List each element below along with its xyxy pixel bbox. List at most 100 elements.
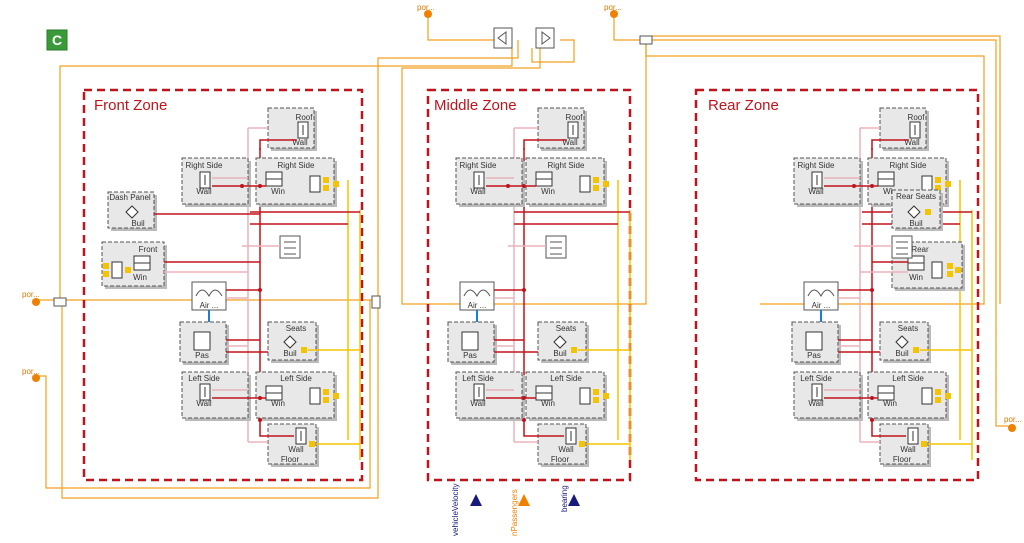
heat-port[interactable] — [309, 441, 315, 447]
heat-port[interactable] — [955, 267, 961, 273]
right-side-win-sublabel: Win — [541, 187, 555, 196]
splitter-mid[interactable] — [371, 295, 381, 309]
heat-port[interactable] — [935, 177, 941, 183]
zone-border — [426, 88, 632, 482]
air-volume-component[interactable]: Air ... — [803, 281, 839, 311]
left-side-wall-sublabel: Wall — [808, 399, 823, 408]
heat-port[interactable] — [925, 209, 931, 215]
connector-block-left[interactable] — [493, 27, 513, 49]
heat-port[interactable] — [593, 397, 599, 403]
right-side-win-label: Right Side — [548, 161, 585, 170]
junction-dot — [522, 184, 526, 188]
connector-block-right[interactable] — [535, 27, 555, 49]
heat-port[interactable] — [947, 263, 953, 269]
heat-port[interactable] — [945, 393, 951, 399]
left-side-win-sublabel: Win — [271, 399, 285, 408]
splitter-top-right[interactable] — [639, 35, 653, 45]
heat-port[interactable] — [593, 177, 599, 183]
junction-dot — [852, 184, 856, 188]
port-right[interactable] — [1008, 424, 1016, 432]
heat-port[interactable] — [323, 177, 329, 183]
port-top-right[interactable] — [610, 10, 618, 18]
heat-port[interactable] — [593, 389, 599, 395]
zone-title-middle: Middle Zone — [434, 97, 517, 114]
air-volume-component[interactable]: Air ... — [191, 281, 227, 311]
modelica-class-icon[interactable]: C — [46, 29, 68, 51]
heat-port[interactable] — [935, 389, 941, 395]
heat-port[interactable] — [323, 185, 329, 191]
signal-vehicle-velocity[interactable]: vehicleVelocity — [451, 484, 482, 536]
heat-port[interactable] — [935, 185, 941, 191]
signal-vehicle-velocity-label: vehicleVelocity — [451, 484, 460, 536]
signal-bearing[interactable]: bearing — [560, 485, 580, 512]
signal-n-passengers[interactable]: nPassengers — [510, 489, 530, 536]
heat-port[interactable] — [323, 397, 329, 403]
junction-dot — [240, 184, 244, 188]
passenger-component[interactable]: Pas — [179, 321, 229, 365]
roof-wall-label: Wall — [904, 138, 919, 147]
radiation-block-icon[interactable] — [279, 235, 301, 259]
heat-port[interactable] — [323, 389, 329, 395]
heat-port[interactable] — [921, 441, 927, 447]
right-side-wall-sublabel: Wall — [808, 187, 823, 196]
heat-port[interactable] — [301, 347, 307, 353]
roof-label: Roof — [908, 113, 926, 122]
port-left-lower[interactable] — [32, 374, 40, 382]
heat-port[interactable] — [945, 181, 951, 187]
port-top-left-label: por... — [417, 3, 435, 12]
air-volume-component[interactable]: Air ... — [459, 281, 495, 311]
port-left-upper[interactable] — [32, 298, 40, 306]
right-side-win-sublabel: Win — [271, 187, 285, 196]
floor-label: Floor — [281, 455, 300, 464]
right-side-wall-label: Right Side — [186, 161, 223, 170]
radiation-block-icon[interactable] — [545, 235, 567, 259]
heat-port[interactable] — [333, 393, 339, 399]
passenger-component[interactable]: Pas — [447, 321, 497, 365]
radiation-block-icon[interactable] — [891, 235, 913, 259]
splitter-left[interactable] — [53, 297, 67, 307]
heat-port[interactable] — [913, 347, 919, 353]
pas-label: Pas — [807, 351, 821, 360]
heat-port[interactable] — [571, 347, 577, 353]
port-top-right-label: por... — [604, 3, 622, 12]
heat-port[interactable] — [603, 393, 609, 399]
port-top-left[interactable] — [424, 10, 432, 18]
heat-port[interactable] — [935, 397, 941, 403]
heat-port[interactable] — [593, 185, 599, 191]
heat-port[interactable] — [579, 441, 585, 447]
heat-port[interactable] — [947, 271, 953, 277]
heat-port[interactable] — [103, 271, 109, 277]
junction-dot — [522, 418, 526, 422]
heat-port[interactable] — [603, 181, 609, 187]
passenger-component[interactable]: Pas — [791, 321, 841, 365]
heat-port[interactable] — [125, 267, 131, 273]
right-side-wall-sublabel: Wall — [196, 187, 211, 196]
heat-port[interactable] — [103, 263, 109, 269]
right-side-wall-label: Right Side — [460, 161, 497, 170]
heat-port[interactable] — [333, 181, 339, 187]
pas-label: Pas — [463, 351, 477, 360]
